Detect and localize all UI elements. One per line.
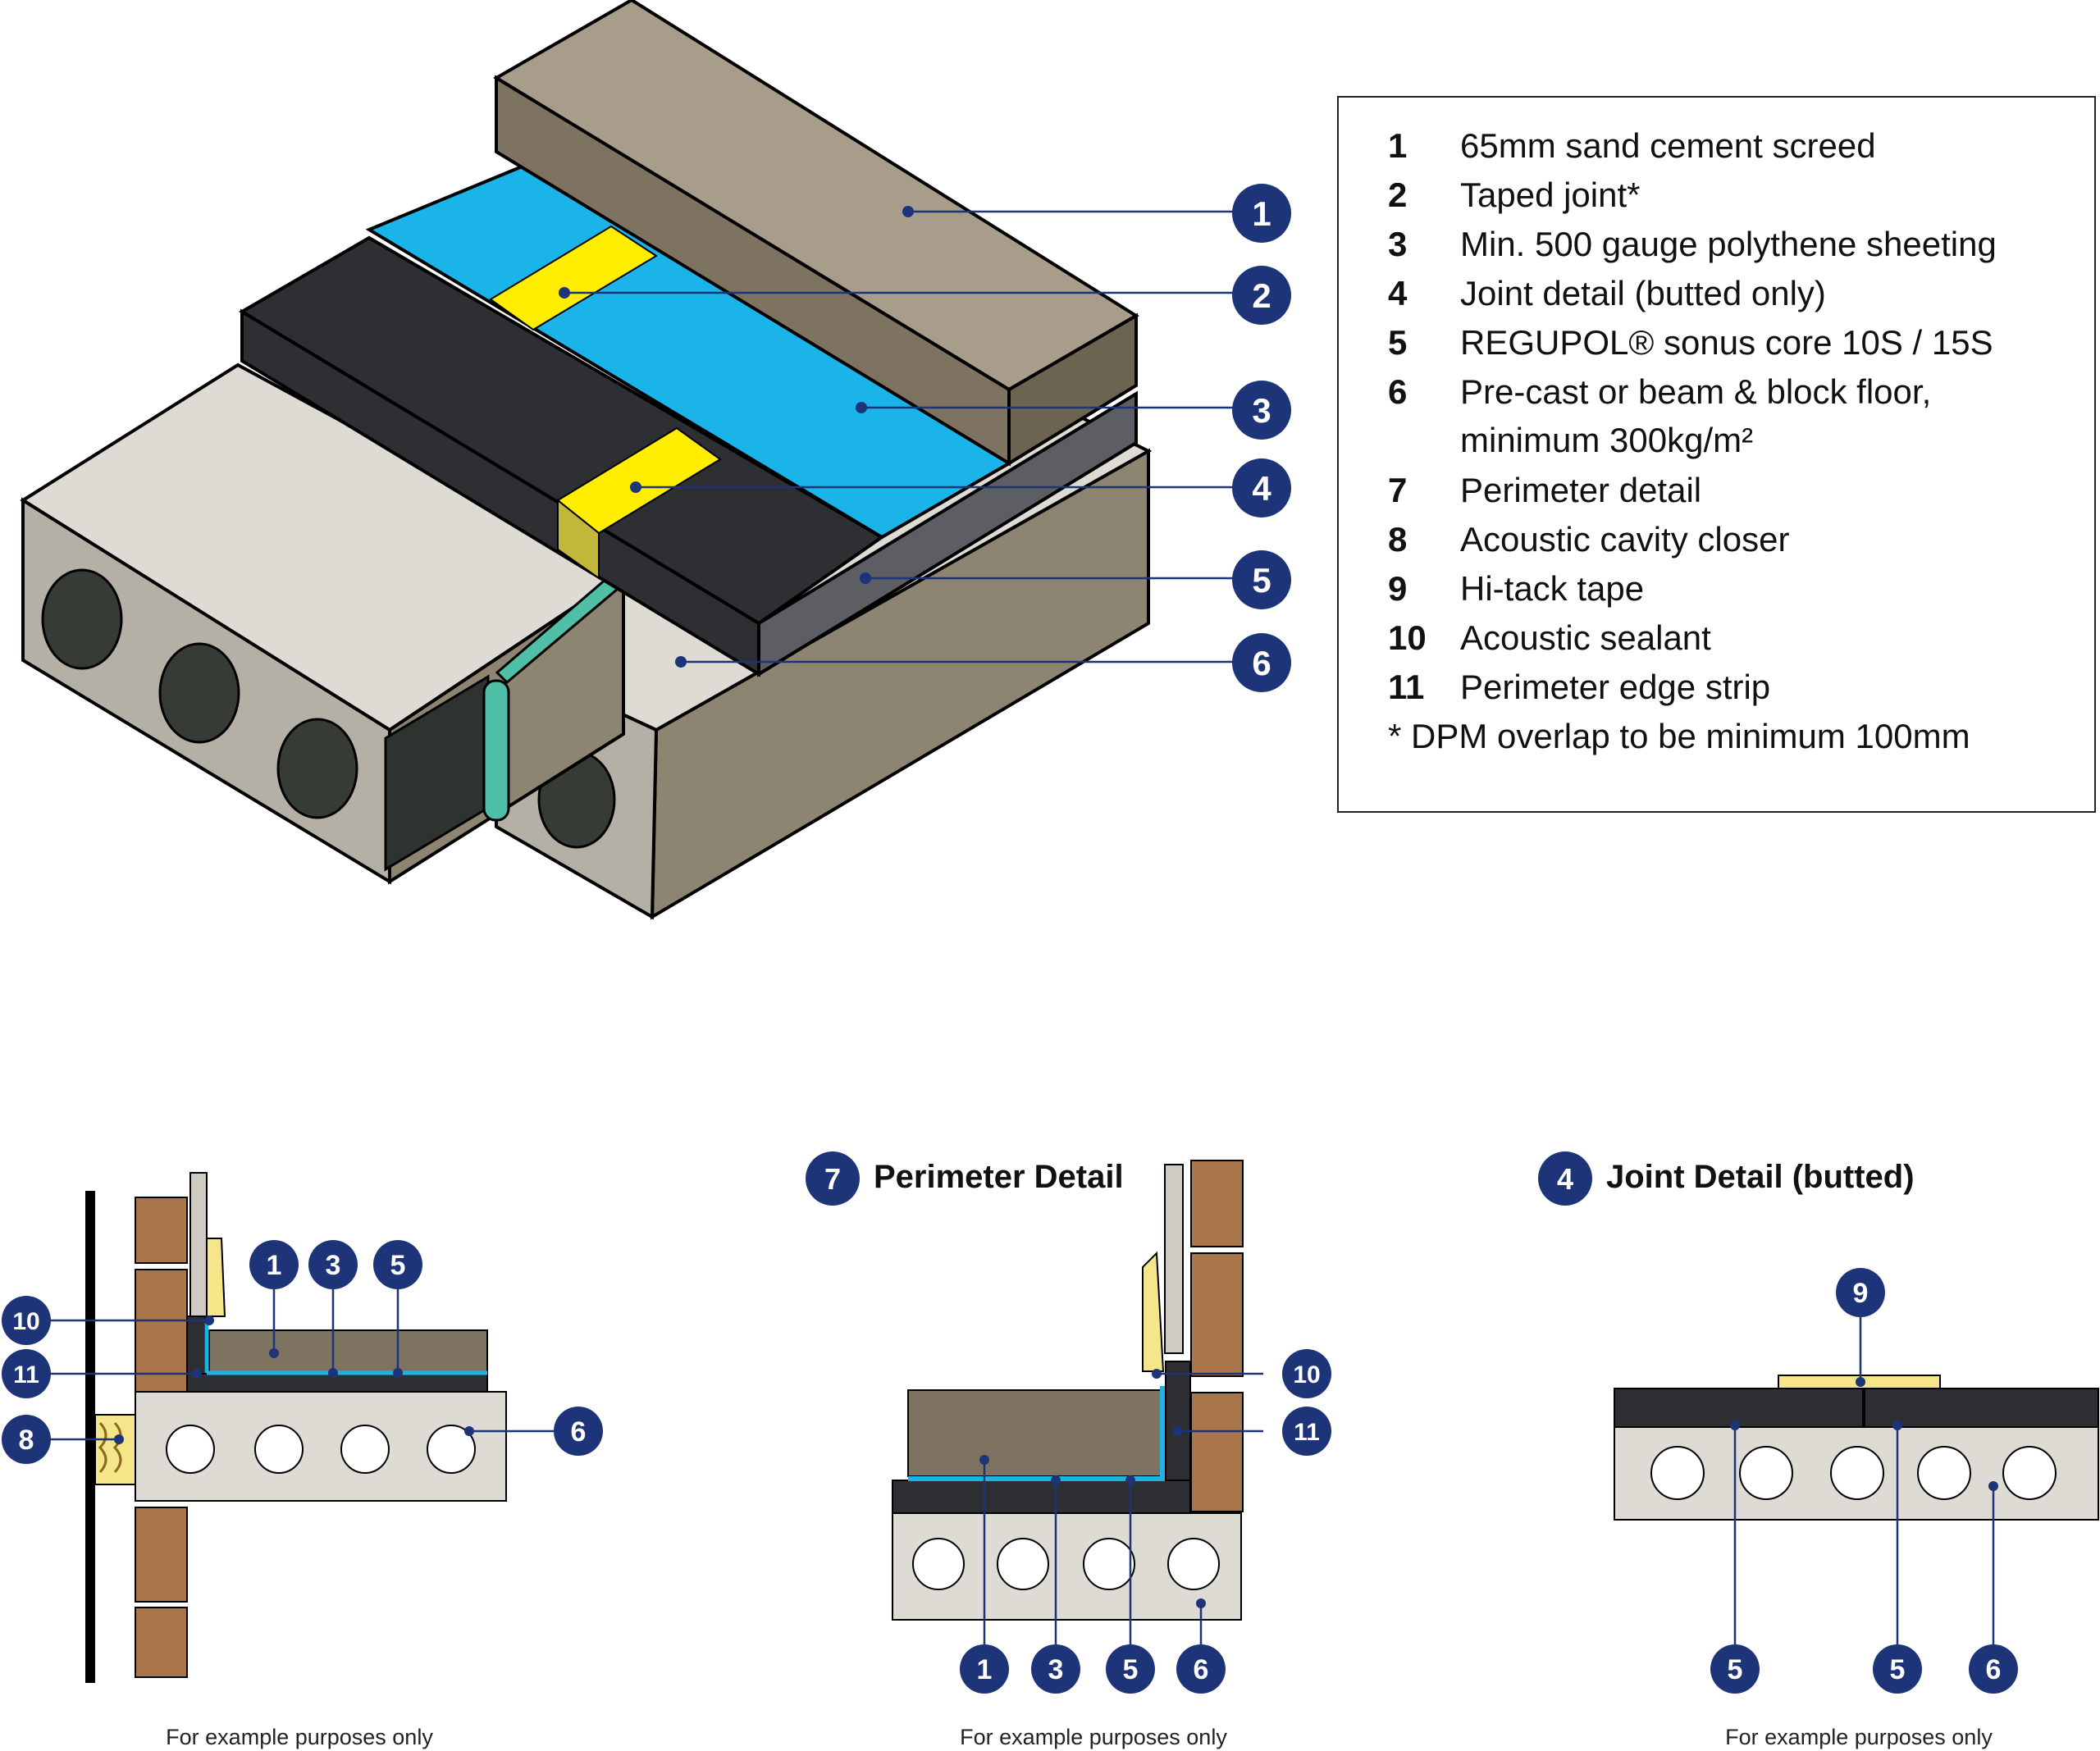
svg-text:3: 3	[326, 1250, 341, 1281]
callout-badge-3: 3	[308, 1240, 358, 1289]
callout-badges: 1 2 3 4 5 6 1 3 5 10 11 8 6 7 10 11 1 3 …	[2, 184, 2018, 1694]
caption-right: For example purposes only	[1725, 1725, 1993, 1749]
leader-lines-right	[1733, 1316, 1995, 1648]
callout-badge-10: 10	[1282, 1349, 1331, 1398]
svg-text:5: 5	[1123, 1654, 1139, 1685]
core-hole	[276, 718, 358, 819]
section-left	[85, 1172, 507, 1683]
svg-text:1: 1	[1252, 194, 1271, 233]
callout-badge-5: 5	[1106, 1644, 1155, 1694]
callout-badge-4: 4	[1538, 1151, 1592, 1206]
taped-joint	[489, 225, 658, 331]
svg-text:6: 6	[571, 1416, 587, 1448]
callout-badge-11: 11	[1282, 1407, 1331, 1456]
callout-badge-6: 6	[1969, 1644, 2018, 1694]
sealant-cap	[1142, 1251, 1165, 1372]
joint-tape-regupol-front	[557, 498, 600, 580]
callout-badge-2: 2	[1232, 266, 1291, 325]
leader-dots-right	[1730, 1377, 1998, 1491]
screed-side	[1007, 312, 1138, 467]
svg-text:1: 1	[267, 1250, 282, 1281]
callout-badge-3: 3	[1232, 381, 1291, 440]
callout-badge-3: 3	[1031, 1644, 1080, 1694]
svg-text:4: 4	[1252, 469, 1271, 508]
screed	[907, 1389, 1163, 1477]
callout-badge-4: 4	[1232, 458, 1291, 518]
callout-badge-5: 5	[1710, 1644, 1760, 1694]
leader-lines-middle	[983, 1372, 1263, 1648]
caption-left: For example purposes only	[166, 1725, 433, 1749]
callout-badge-1: 1	[960, 1644, 1009, 1694]
caption-middle: For example purposes only	[960, 1725, 1227, 1749]
core-hole	[41, 568, 123, 670]
regupol-layer-side	[757, 390, 1138, 677]
svg-text:8: 8	[19, 1425, 34, 1456]
joint-sealant-bead	[482, 679, 510, 822]
joint-detail-title: Joint Detail (butted)	[1606, 1159, 1915, 1195]
callout-badge-5: 5	[1873, 1644, 1922, 1694]
svg-text:5: 5	[1252, 561, 1271, 600]
regupol-layer-right	[1864, 1388, 2099, 1428]
legend-note: * DPM overlap to be minimum 100mm	[1388, 717, 1970, 755]
svg-text:6: 6	[1194, 1654, 1209, 1685]
leader-dots-middle	[979, 1369, 1206, 1608]
callout-badge-5: 5	[373, 1240, 422, 1289]
regupol-layer	[186, 1373, 488, 1393]
callout-badge-6: 6	[1176, 1644, 1226, 1694]
section-joint-detail	[1614, 1375, 2099, 1521]
svg-text:2: 2	[1252, 276, 1271, 315]
svg-text:1: 1	[977, 1654, 993, 1685]
svg-text:9: 9	[1853, 1278, 1869, 1309]
leader-dots-3d	[559, 206, 914, 668]
brick-wall	[135, 1197, 188, 1678]
section-perimeter-detail	[892, 1160, 1244, 1621]
core-hole	[158, 642, 240, 744]
insulation-board	[189, 1172, 208, 1321]
perimeter-detail-title: Perimeter Detail	[874, 1159, 1124, 1195]
leader-dots-left	[114, 1316, 474, 1444]
callout-badge-9: 9	[1836, 1268, 1885, 1317]
svg-text:11: 11	[1294, 1419, 1320, 1446]
callout-badge-10: 10	[2, 1296, 51, 1345]
svg-text:6: 6	[1986, 1654, 2002, 1685]
regupol-layer	[892, 1480, 1191, 1514]
brick-wall	[1190, 1160, 1244, 1512]
isometric-floor-build-up	[20, 0, 1153, 920]
svg-text:4: 4	[1557, 1162, 1573, 1196]
insulation-board	[1164, 1164, 1184, 1354]
sealant-cap	[206, 1238, 226, 1317]
cavity-board	[85, 1191, 95, 1683]
callout-badge-8: 8	[2, 1415, 51, 1464]
screed	[208, 1329, 488, 1374]
svg-text:6: 6	[1252, 644, 1271, 682]
callout-badge-11: 11	[2, 1349, 51, 1398]
svg-text:5: 5	[1728, 1654, 1743, 1685]
svg-text:5: 5	[390, 1250, 406, 1281]
svg-text:3: 3	[1048, 1654, 1064, 1685]
svg-text:10: 10	[12, 1308, 39, 1335]
callout-badge-1: 1	[249, 1240, 299, 1289]
callout-badge-1: 1	[1232, 184, 1291, 243]
callout-badge-6: 6	[554, 1407, 603, 1456]
svg-text:5: 5	[1890, 1654, 1906, 1685]
svg-text:7: 7	[824, 1162, 841, 1196]
callout-badge-7: 7	[806, 1151, 860, 1206]
svg-text:3: 3	[1252, 391, 1271, 430]
callout-badge-6: 6	[1232, 633, 1291, 692]
regupol-layer-left	[1614, 1388, 1864, 1428]
leader-lines-3d	[564, 210, 1235, 663]
callout-badge-5: 5	[1232, 550, 1291, 609]
svg-text:11: 11	[13, 1361, 39, 1388]
svg-text:10: 10	[1293, 1361, 1320, 1388]
